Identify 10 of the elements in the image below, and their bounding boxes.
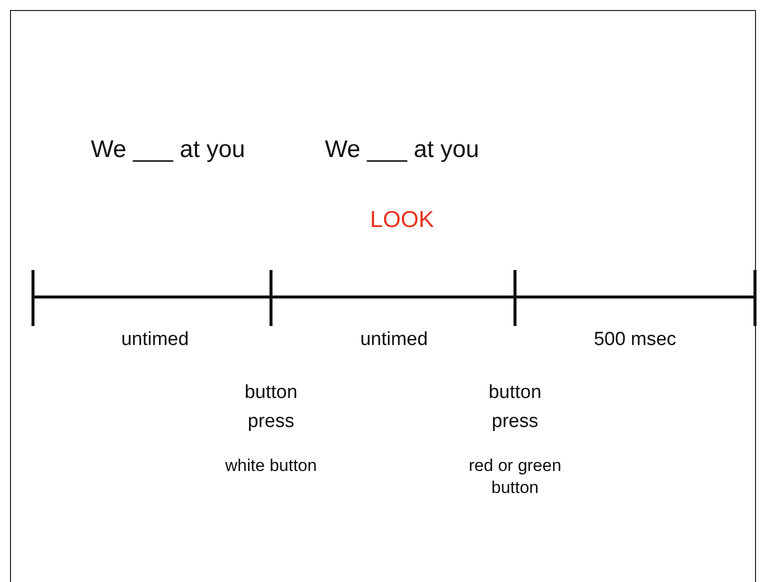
interval-label: untimed	[359, 328, 429, 352]
event-label: button press	[488, 381, 542, 434]
event-label: button press	[244, 381, 298, 434]
cue-word: LOOK	[369, 205, 435, 234]
sentence-text: We ___ at you	[90, 135, 246, 165]
event-note: white button	[224, 455, 318, 477]
interval-label: 500 msec	[592, 328, 678, 352]
interval-label: untimed	[120, 328, 190, 352]
event-note: red or green button	[468, 455, 562, 500]
sentence-text: We ___ at you	[324, 135, 480, 165]
